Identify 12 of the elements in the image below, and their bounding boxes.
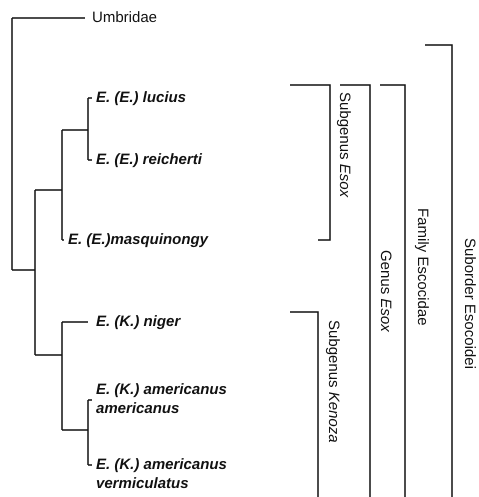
group-label: Suborder Esocoidei: [460, 238, 479, 369]
group-label: Subgenus Esox: [335, 92, 354, 198]
taxon-label: E. (E.)masquinongy: [68, 230, 210, 250]
taxon-label: E. (E.) lucius: [96, 88, 188, 108]
outgroup-label: Umbridae: [92, 8, 158, 28]
group-label: Subgenus Kenoza: [324, 320, 343, 443]
taxon-label: E. (K.) niger: [96, 312, 182, 332]
group-label: Family Escocidae: [413, 208, 432, 326]
taxon-label: E. (K.) americanus americanus: [96, 380, 228, 418]
group-label: Genus Esox: [376, 250, 395, 332]
taxon-label: E. (E.) reicherti: [96, 150, 204, 170]
taxon-label: E. (K.) americanus vermiculatus: [96, 455, 228, 493]
